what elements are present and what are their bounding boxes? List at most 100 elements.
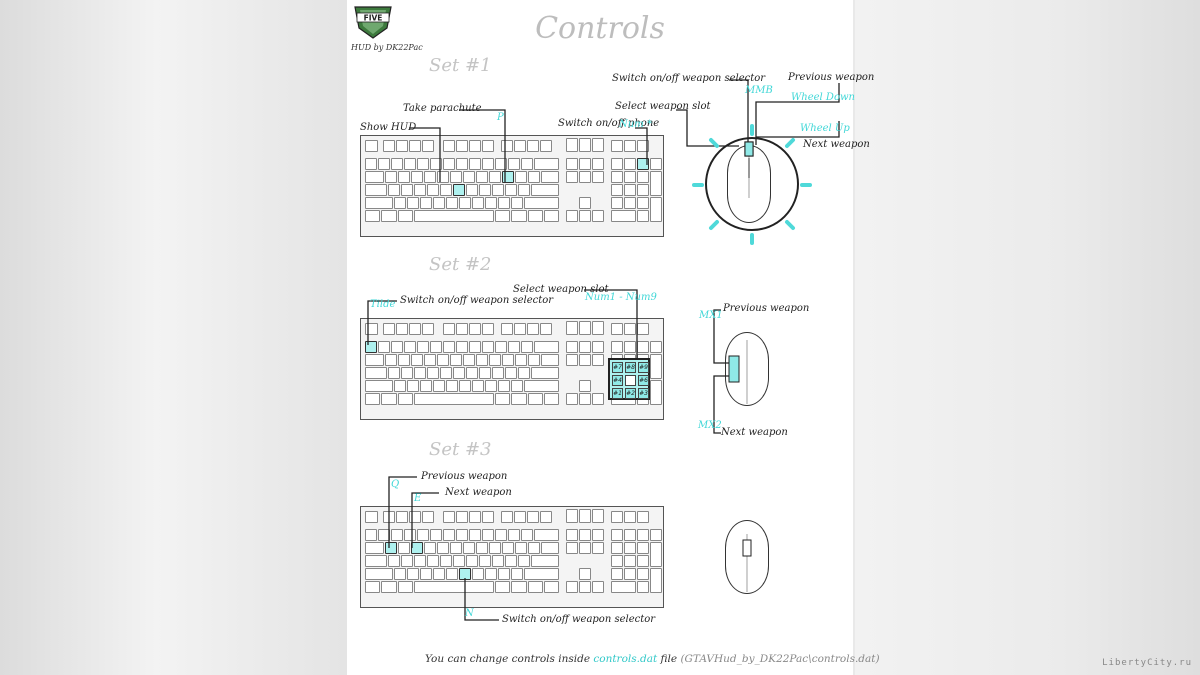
keyboard-key <box>579 197 591 209</box>
keyboard-key <box>624 140 636 152</box>
keyboard-key <box>527 323 539 335</box>
keyboard-key <box>456 158 468 170</box>
keyboard-key <box>409 511 421 523</box>
keyboard-key <box>579 171 591 183</box>
keyboard-key <box>391 158 403 170</box>
keyboard-key <box>426 367 439 379</box>
keyboard-key <box>378 341 390 353</box>
keyboard-key <box>611 323 623 335</box>
keyboard-key <box>521 529 533 541</box>
keyboard-key <box>433 197 446 209</box>
keyboard-key <box>579 529 591 541</box>
footer-middle: file <box>657 653 681 665</box>
keyboard-key <box>611 581 636 593</box>
keyboard-key <box>501 323 513 335</box>
keyboard-key <box>482 529 494 541</box>
keyboard-key <box>417 158 429 170</box>
keyboard-key <box>566 509 578 523</box>
keyboard-key <box>543 393 559 405</box>
label-previous-weapon-3: Previous weapon <box>421 471 508 482</box>
keyboard-key <box>384 354 397 366</box>
keyboard-key <box>430 529 442 541</box>
keyboard-key <box>637 542 649 554</box>
mouse-set-3 <box>725 520 769 594</box>
numpad-key: #7 <box>612 362 623 373</box>
keyboard-key <box>396 140 408 152</box>
numpad-key: #8 <box>625 362 636 373</box>
keyboard-key <box>465 367 478 379</box>
keyboard-key <box>439 367 452 379</box>
keyboard-key <box>410 542 423 554</box>
keyboard-key <box>511 380 524 392</box>
key-p: P <box>497 112 504 123</box>
keyboard-key <box>592 321 604 335</box>
keyboard-key <box>534 529 559 541</box>
keyboard-key <box>611 140 623 152</box>
keyboard-key <box>485 380 498 392</box>
keyboard-key <box>504 367 517 379</box>
keyboard-key <box>397 171 410 183</box>
keyboard-key <box>579 509 591 523</box>
key-num-star: Num * <box>619 119 652 130</box>
label-next-weapon-2: Next weapon <box>721 427 788 438</box>
keyboard-key <box>404 529 416 541</box>
keyboard-key <box>439 555 452 567</box>
keyboard-key <box>514 542 527 554</box>
keyboard-key <box>469 140 481 152</box>
keyboard-key <box>491 555 504 567</box>
keyboard-key <box>527 542 540 554</box>
numpad-key <box>625 375 636 386</box>
keyboard-key <box>637 158 649 170</box>
keyboard-key <box>407 568 420 580</box>
keyboard-key <box>446 568 459 580</box>
keyboard-key <box>430 158 442 170</box>
keyboard-key <box>592 341 604 353</box>
background-left <box>0 0 347 675</box>
numpad-key: #1 <box>612 388 623 399</box>
keyboard-key <box>469 511 481 523</box>
keyboard-key <box>579 210 591 222</box>
keyboard-key <box>413 184 426 196</box>
keyboard-key <box>413 367 426 379</box>
keyboard-key <box>488 171 501 183</box>
keyboard-key <box>511 581 527 593</box>
keyboard-key <box>540 323 552 335</box>
keyboard-key <box>475 171 488 183</box>
keyboard-key <box>422 511 434 523</box>
key-mmb: MMB <box>745 85 773 96</box>
keyboard-key <box>472 197 485 209</box>
keyboard-key <box>482 323 494 335</box>
keyboard-key <box>409 323 421 335</box>
keyboard-key <box>383 140 395 152</box>
keyboard-key <box>485 197 498 209</box>
keyboard-key <box>459 568 472 580</box>
keyboard-key <box>579 341 591 353</box>
keyboard-key <box>611 184 623 196</box>
keyboard-key <box>624 323 636 335</box>
keyboard-key <box>637 511 649 523</box>
numpad-key: #2 <box>625 388 636 399</box>
set-1-title: Set #1 <box>429 55 492 76</box>
keyboard-key <box>624 158 636 170</box>
keyboard-key <box>514 323 526 335</box>
keyboard-key <box>394 568 407 580</box>
keyboard-key <box>387 184 400 196</box>
keyboard-key <box>624 542 636 554</box>
keyboard-key <box>365 184 387 196</box>
keyboard-key <box>365 171 384 183</box>
keyboard-key <box>579 380 591 392</box>
keyboard-key <box>592 581 604 593</box>
keyboard-key <box>365 323 378 335</box>
keyboard-key <box>387 555 400 567</box>
keyboard-key <box>579 158 591 170</box>
keyboard-key <box>592 158 604 170</box>
keyboard-key <box>469 529 481 541</box>
keyboard-key <box>397 393 413 405</box>
keyboard-key <box>527 354 540 366</box>
keyboard-key <box>469 158 481 170</box>
keyboard-key <box>527 393 543 405</box>
keyboard-key <box>501 171 514 183</box>
keyboard-key <box>514 511 526 523</box>
keyboard-key <box>482 158 494 170</box>
keyboard-key <box>365 511 378 523</box>
